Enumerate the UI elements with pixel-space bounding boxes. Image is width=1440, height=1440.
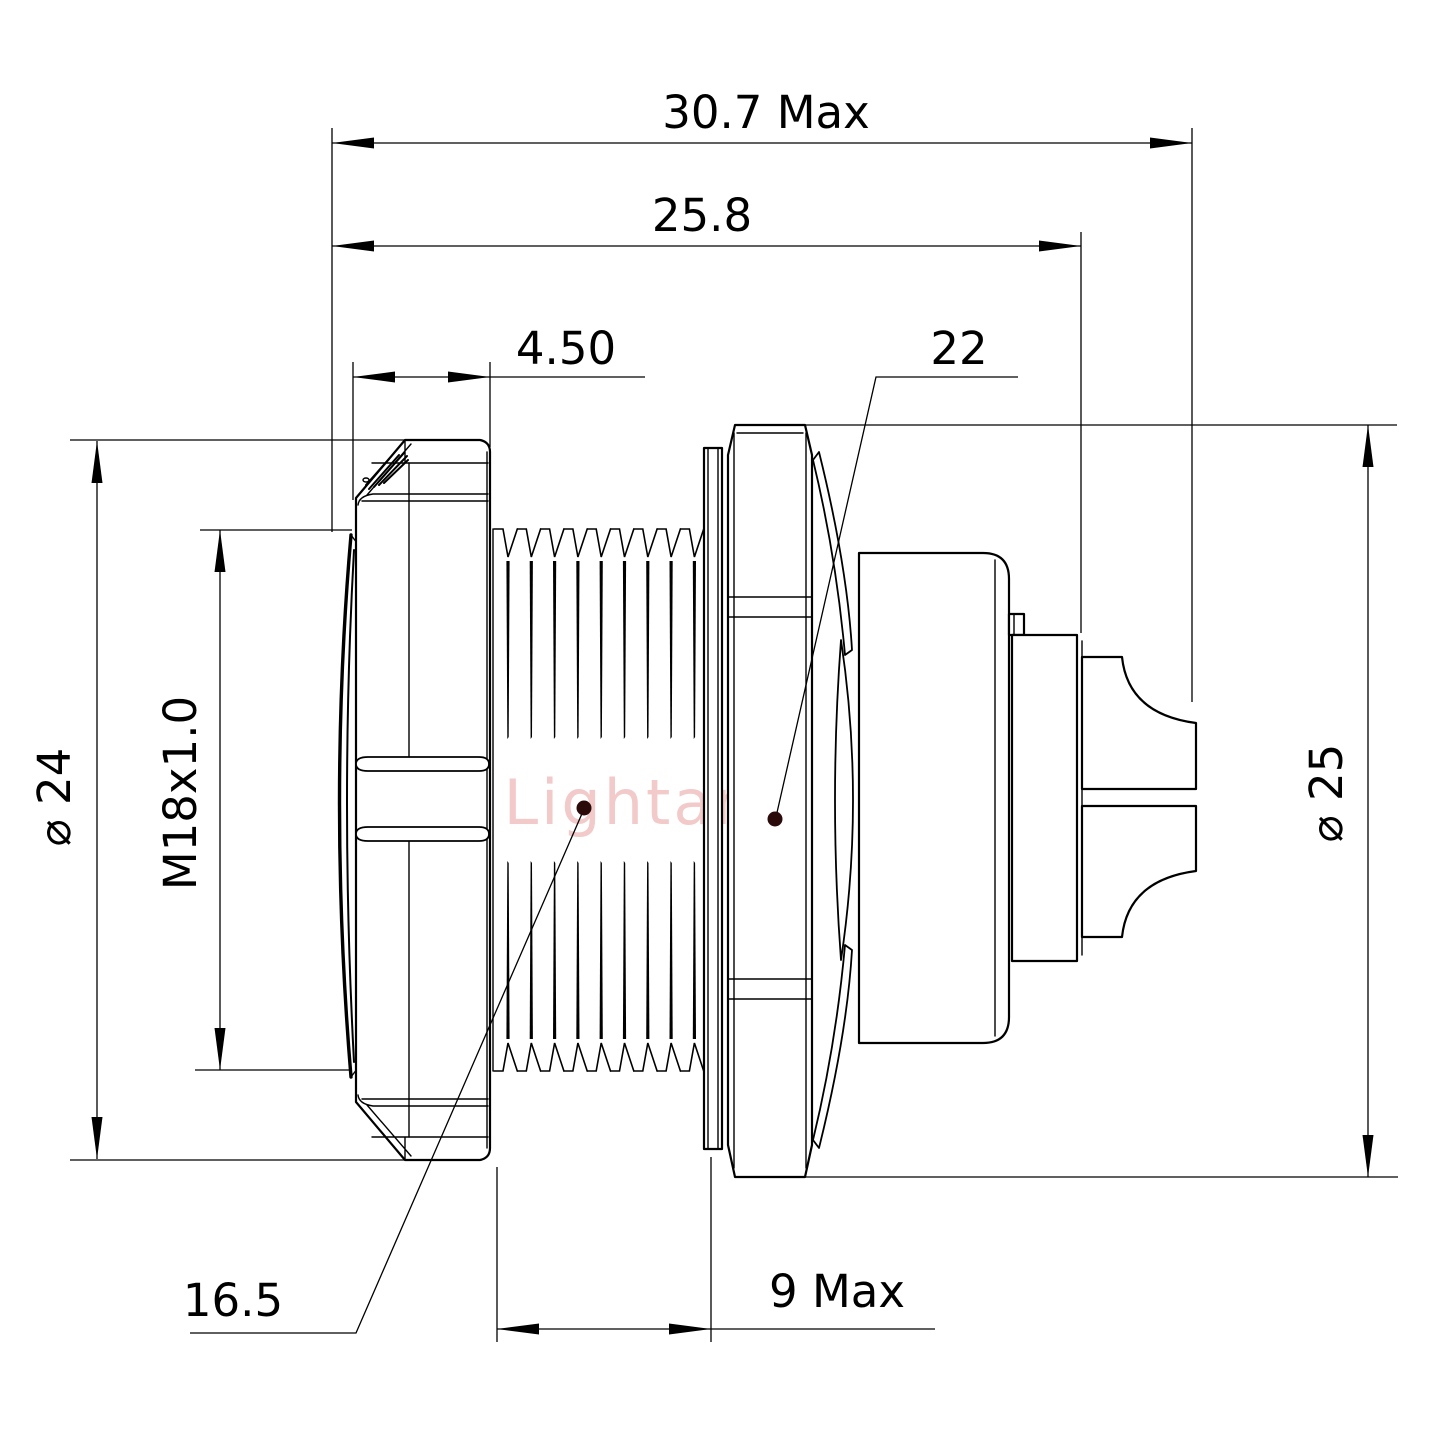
leader-dot-hex-nut xyxy=(767,811,783,827)
thread-section xyxy=(492,528,705,1072)
extension-lines xyxy=(70,128,1398,1342)
connector-views xyxy=(337,423,1198,1179)
dim-hex-nut-diameter: ⌀ 25 xyxy=(1300,744,1353,843)
dim-thread-length-ref: 16.5 xyxy=(183,1274,283,1327)
front-flange xyxy=(354,438,492,1162)
dimension-lines xyxy=(96,142,1369,1330)
flange-slot-upper xyxy=(355,756,490,772)
rear-step xyxy=(1007,612,1083,963)
dim-flange-thickness: 4.50 xyxy=(516,322,616,375)
leader-dots xyxy=(576,800,783,827)
dim-overall-length: 30.7 Max xyxy=(662,86,870,139)
hex-nut xyxy=(726,423,814,1179)
dim-flange-diameter: ⌀ 24 xyxy=(28,748,81,847)
dimension-labels: 30.7 Max 25.8 4.50 22 16.5 9 Max ⌀ 24 M1… xyxy=(28,86,1353,1327)
wave-washer xyxy=(812,451,854,1149)
dim-panel-thickness: 9 Max xyxy=(769,1265,905,1318)
keyway-hatch xyxy=(362,452,409,490)
dim-rear-length: 25.8 xyxy=(652,189,752,242)
dim-thread-spec: M18x1.0 xyxy=(154,696,207,890)
rear-contacts xyxy=(1080,655,1198,939)
front-gasket xyxy=(337,533,358,1079)
flat-washer xyxy=(702,446,724,1151)
main-body xyxy=(857,551,1011,1045)
dimension-arrowheads xyxy=(91,137,1374,1335)
dim-hex-nut-ref: 22 xyxy=(930,322,987,375)
leader-lines xyxy=(190,376,1018,1334)
flange-slot-lower xyxy=(355,826,490,842)
leader-dot-thread xyxy=(576,800,592,816)
